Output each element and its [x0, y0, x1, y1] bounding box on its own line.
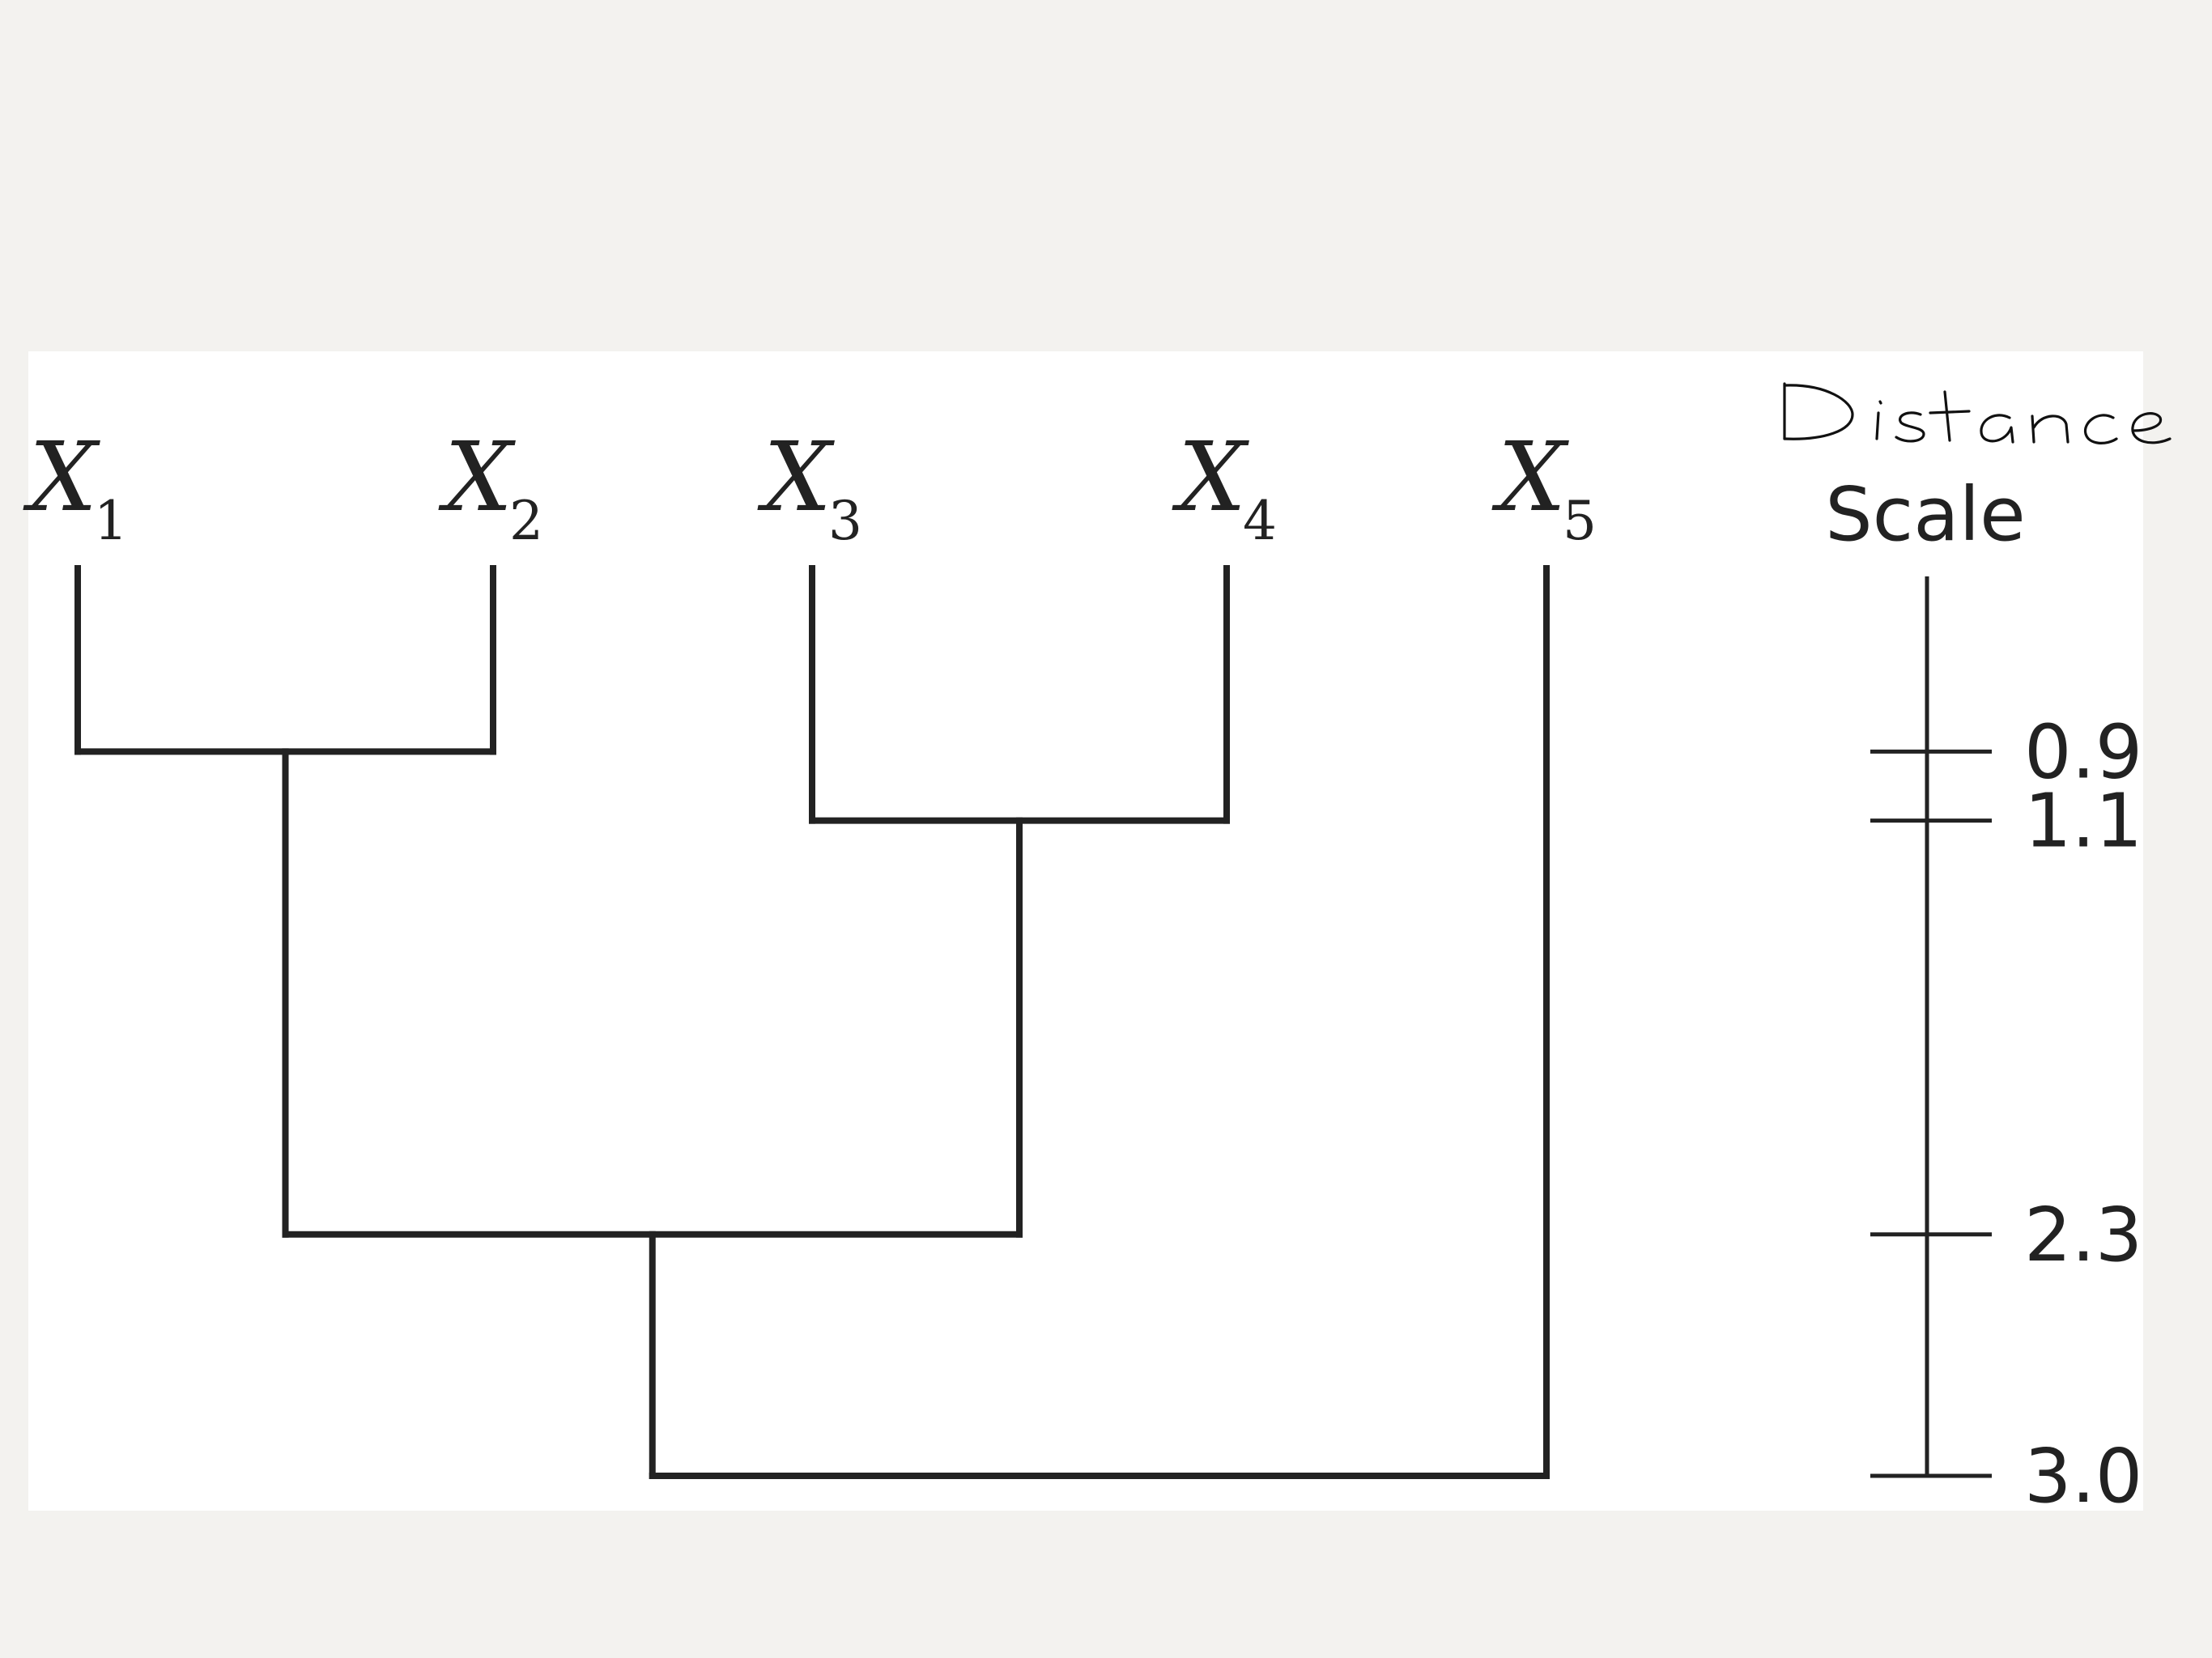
scale-tick-label: 3.0: [2024, 1433, 2142, 1520]
leaf-label-x1: X1: [23, 421, 128, 552]
leaf-symbol: X: [23, 421, 100, 533]
handwriting-stroke: [2032, 414, 2069, 444]
leaf-symbol: X: [757, 421, 835, 533]
handwriting-stroke: [1980, 414, 2014, 444]
leaf-subscript: 4: [1243, 490, 1277, 552]
dendrogram-tree: [74, 565, 1550, 1479]
leaf-subscript: 3: [828, 490, 862, 552]
scale-title: Scale: [1825, 471, 2026, 558]
handwriting-stroke: [1895, 411, 1925, 443]
leaf-label-x4: X4: [1172, 421, 1277, 552]
distance-scale: Scale 0.91.1 2.3 3.0: [1783, 382, 2172, 1520]
leaf-label-x2: X2: [438, 421, 543, 552]
leaf-label-x3: X3: [757, 421, 862, 552]
handwriting-stroke: [2031, 414, 2035, 444]
scale-tick-label: 0.9: [2024, 708, 2142, 795]
leaf-subscript: 5: [1563, 490, 1597, 552]
handwriting-stroke: [1943, 390, 1951, 442]
handwriting-stroke: [1878, 400, 1882, 405]
leaf-label-x5: X5: [1491, 421, 1597, 552]
handwritten-distance-label: [1783, 382, 2172, 444]
handwriting-stroke: [1875, 411, 1880, 440]
handwriting-stroke: [2131, 412, 2172, 444]
handwriting-stroke: [1929, 410, 1971, 414]
leaf-symbol: X: [1172, 421, 1249, 533]
leaf-symbol: X: [438, 421, 516, 533]
figure-panel: [28, 351, 2143, 1511]
scale-tick-label: 2.3: [2024, 1192, 2142, 1278]
handwriting-stroke: [1783, 384, 1854, 440]
leaf-symbol: X: [1491, 421, 1569, 533]
leaf-subscript: 2: [509, 490, 543, 552]
handwriting-stroke: [2083, 414, 2118, 444]
scale-tick-label: 1.1: [2024, 778, 2142, 865]
leaf-subscript: 1: [94, 490, 128, 552]
